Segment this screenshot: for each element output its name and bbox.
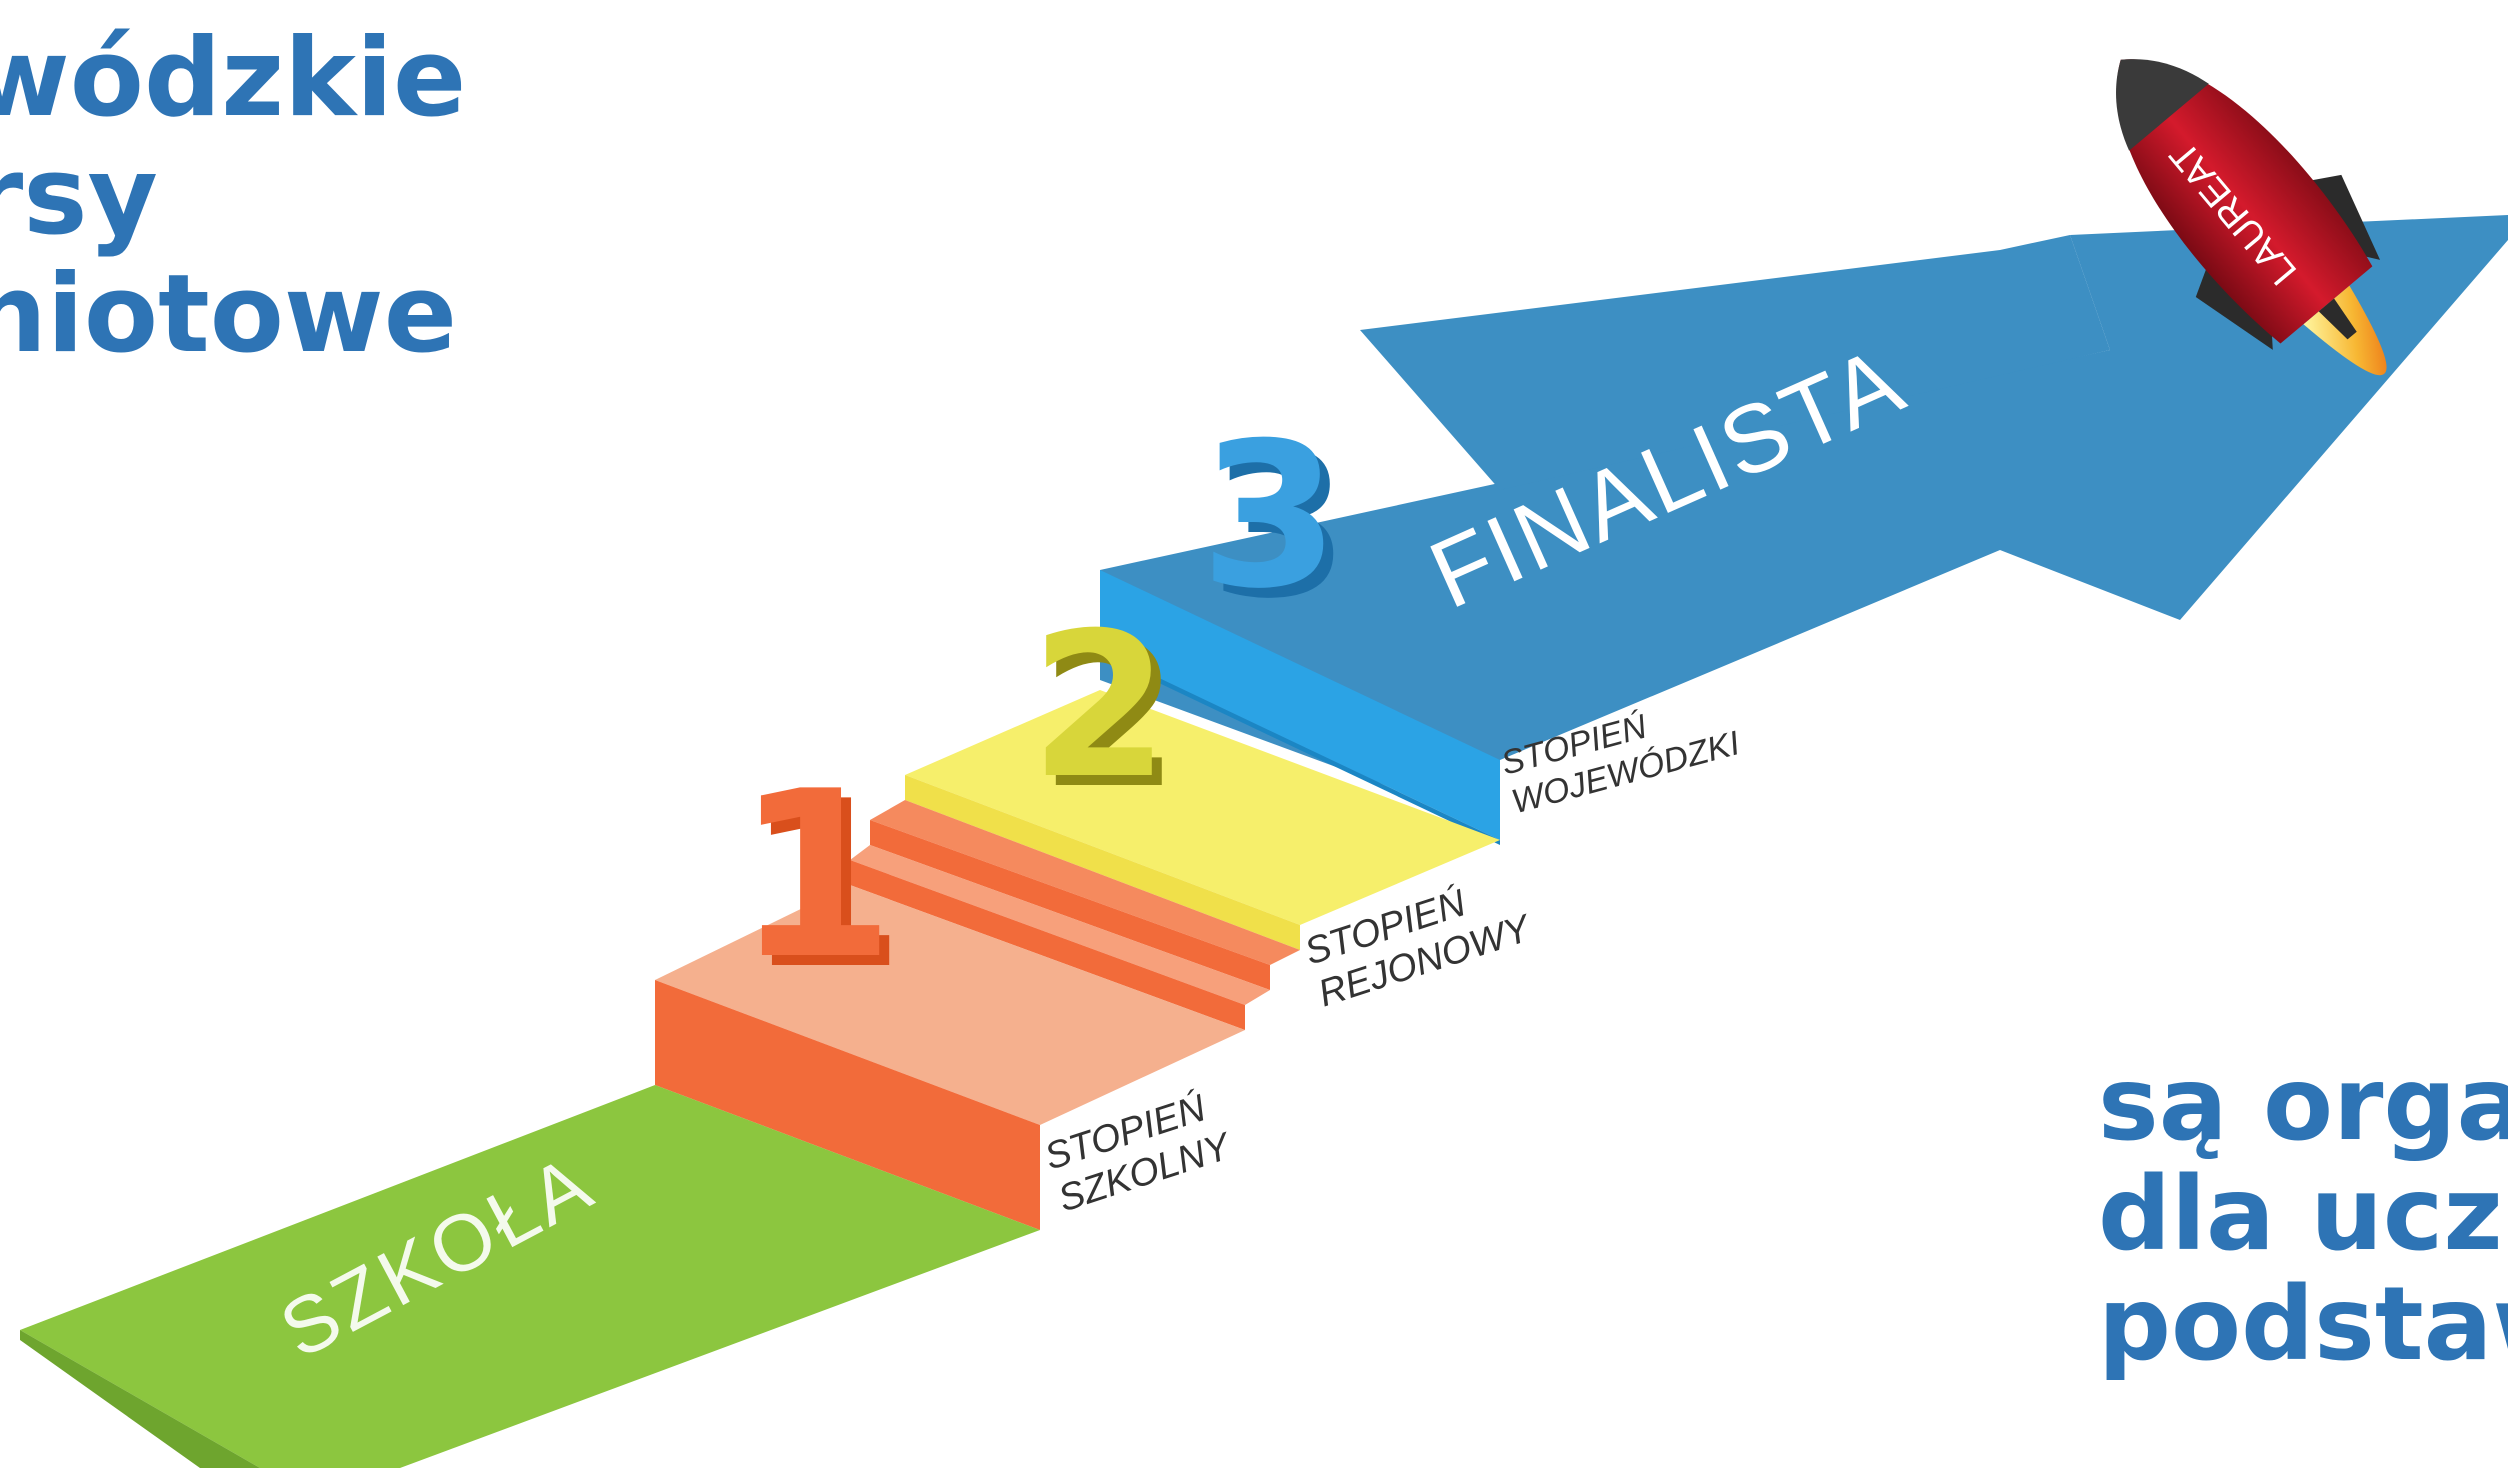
- footer-line-3: podstaw: [2098, 1265, 2508, 1384]
- number-2-face: 2: [1030, 590, 1169, 823]
- heading-line-1: wódzkie: [0, 16, 467, 141]
- footer-line-1: są organ: [2098, 1045, 2508, 1164]
- szkola-base: [20, 1085, 1040, 1468]
- heading-line-3: niotowe: [0, 252, 457, 377]
- number-1: 1: [745, 753, 905, 1020]
- number-3-group: 3 3: [1200, 400, 1349, 643]
- number-3-face: 3: [1200, 400, 1339, 633]
- step-1: [655, 800, 1300, 1230]
- number-1-group: 1 1: [735, 743, 905, 1020]
- footer-text: są organ dla uczn podstaw: [2098, 1050, 2508, 1380]
- number-2-group: 2 2: [1030, 590, 1179, 833]
- heading-line-2: rsy: [0, 134, 158, 259]
- footer-line-2: dla uczn: [2098, 1155, 2508, 1274]
- number-1-face: 1: [735, 743, 895, 1010]
- step-2: [905, 690, 1500, 950]
- number-3: 3: [1210, 410, 1349, 643]
- rocket-body: [2116, 59, 2373, 344]
- number-2: 2: [1040, 600, 1179, 833]
- step-3: [1100, 570, 1500, 845]
- heading-text: wódzkie rsy niotowe: [0, 20, 466, 374]
- finalista-arrow: [1100, 215, 2508, 820]
